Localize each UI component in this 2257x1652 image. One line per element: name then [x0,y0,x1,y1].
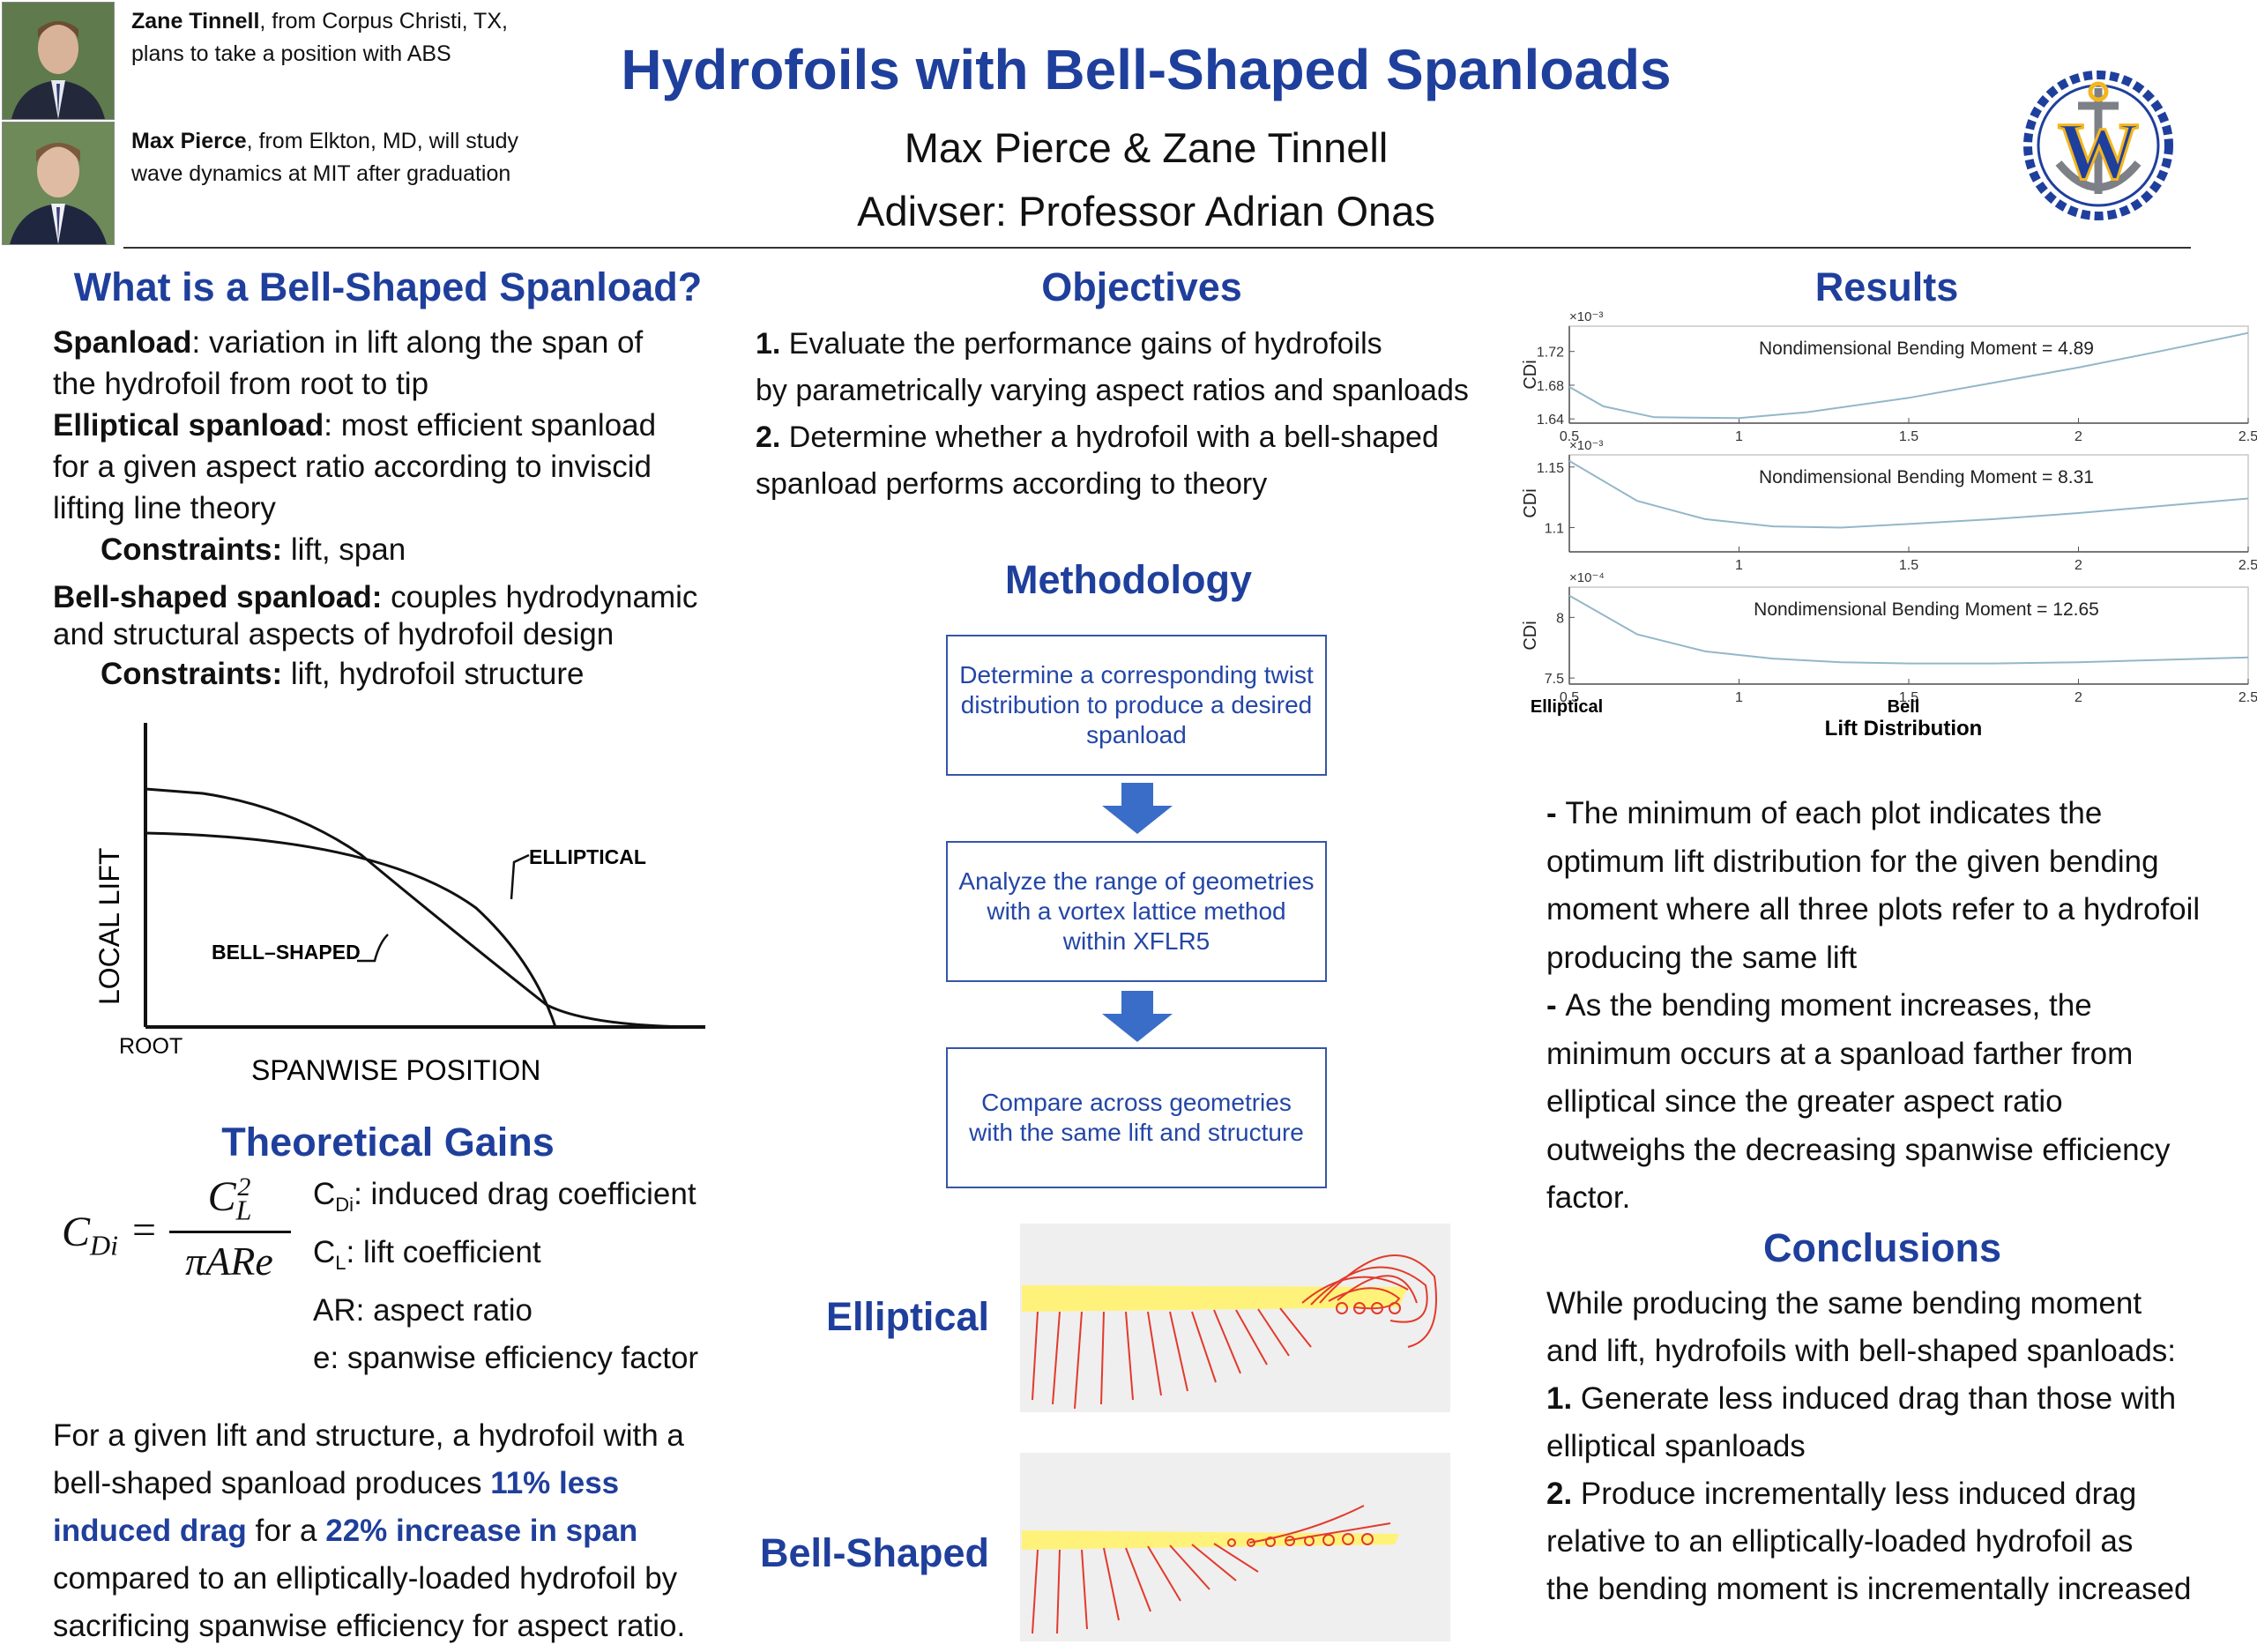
academy-logo: W [2023,71,2173,220]
y-tick-label: 8 [1556,611,1564,626]
down-arrow-icon [1102,991,1173,1042]
adviser: Adivser: Professor Adrian Onas [857,188,1435,234]
bell-wake-label: Bell-Shaped [759,1530,989,1575]
bell-wake-image [1020,1453,1450,1641]
theoretical-gains-title: Theoretical Gains [221,1120,555,1165]
y-axis-label: CDi [1521,360,1540,389]
down-arrow-icon [1102,783,1173,834]
plot-frame [1568,325,2249,424]
results-discussion: - The minimum of each plot indicates the… [1546,796,2201,1215]
logo-letter: W [2058,106,2139,196]
methodology-title: Methodology [1005,557,1252,602]
y-exponent: ×10⁻⁴ [1569,570,1605,585]
y-tick-label: 7.5 [1545,672,1564,687]
y-exponent: ×10⁻³ [1569,309,1603,324]
cdi-series-line [1568,331,2249,420]
cdi-series-line [1568,460,2249,529]
y-tick-label: 1.15 [1537,461,1564,476]
elliptical-curve [145,831,557,1028]
bio-max: Max Pierce, from Elkton, MD, will study … [131,129,519,186]
authors: Max Pierce & Zane Tinnell [904,124,1389,171]
x-tick-label: 1 [1735,429,1743,444]
elliptical-label: ELLIPTICAL [529,845,646,868]
elliptical-wake-image [1020,1224,1450,1412]
x-tick-label: 1.5 [1899,429,1918,444]
x-tick-label: 2 [2075,558,2082,573]
cdi-series-line [1568,594,2249,665]
x-tick-label: 1.5 [1899,558,1918,573]
zane-photo [2,2,115,120]
method-step-3: Compare across geometries with the same … [946,1047,1327,1188]
cdi-equation: CDi = CL2 πARe [62,1172,291,1296]
plot-title: Nondimensional Bending Moment = 12.65 [1754,599,2099,620]
spanwise-label: SPANWISE POSITION [251,1054,540,1086]
x-tick-label: 2.5 [2238,429,2257,444]
plot-frame [1568,586,2249,685]
method-step-2: Analyze the range of geometries with a v… [946,841,1327,982]
x-bell-label: Bell [1888,697,1920,717]
local-lift-label: LOCAL LIFT [93,848,125,1005]
bell-label: BELL–SHAPED [212,941,361,964]
method-step-1: Determine a corresponding twist distribu… [946,635,1327,776]
x-tick-label: 2.5 [2238,690,2257,705]
x-axis-title: Lift Distribution [1825,717,1983,740]
x-tick-label: 1 [1735,690,1743,705]
objectives-title: Objectives [1041,264,1242,309]
y-axis-label: CDi [1521,621,1540,650]
spanload-figure: ELLIPTICAL BELL–SHAPED LOCAL LIFT ROOT S… [93,723,706,1086]
plot-title: Nondimensional Bending Moment = 8.31 [1759,467,2094,487]
y-exponent: ×10⁻³ [1569,438,1603,453]
plot-frame [1568,454,2249,553]
elliptical-wake-label: Elliptical [825,1294,989,1339]
y-axis-label: CDi [1521,488,1540,517]
bell-shaped-title: What is a Bell-Shaped Spanload? [73,264,703,309]
x-tick-label: 2 [2075,429,2082,444]
y-tick-label: 1.68 [1537,379,1564,394]
x-tick-label: 1.5 [1899,690,1918,705]
x-tick-label: 2 [2075,690,2082,705]
conclusions-list: While producing the same bending moment … [1546,1286,2192,1606]
objectives-list: 1. Evaluate the performance gains of hyd… [756,327,1469,501]
max-photo [2,122,115,245]
theoretical-summary: For a given lift and structure, a hydrof… [53,1418,686,1643]
x-tick-label: 0.5 [1560,690,1579,705]
y-tick-label: 1.1 [1545,522,1564,537]
bio-zane: Zane Tinnell, from Corpus Christi, TX, p… [131,9,508,66]
results-title: Results [1814,264,1959,309]
plot-title: Nondimensional Bending Moment = 4.89 [1759,339,2094,359]
header-divider [123,247,2191,249]
equation-definitions: CDi: induced drag coefficient CL: lift c… [313,1177,699,1375]
x-elliptical-label: Elliptical [1531,697,1603,717]
x-tick-label: 1 [1735,558,1743,573]
root-label: ROOT [119,1034,182,1059]
x-tick-label: 0.5 [1560,429,1579,444]
y-tick-label: 1.72 [1537,346,1564,361]
y-tick-label: 1.64 [1537,413,1564,428]
bell-curve [145,787,706,1029]
poster-title: Hydrofoils with Bell-Shaped Spanloads [621,38,1672,101]
definitions-block: Spanload: variation in lift along the sp… [53,325,698,691]
conclusions-title: Conclusions [1762,1225,2002,1270]
x-tick-label: 2.5 [2238,558,2257,573]
